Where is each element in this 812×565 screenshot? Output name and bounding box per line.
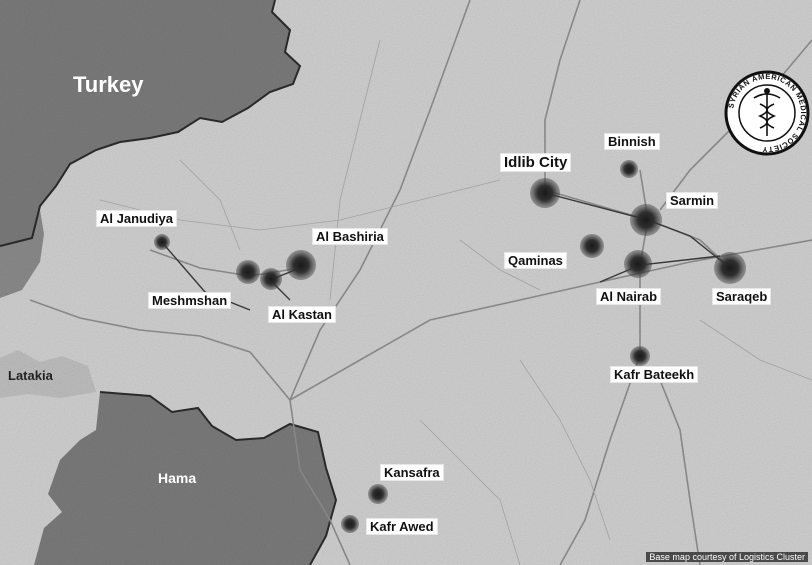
hama-border: [99, 391, 338, 565]
map-credit: Base map courtesy of Logistics Cluster: [646, 552, 808, 562]
town-label-sarmin: Sarmin: [666, 192, 719, 209]
town-label-meshmshan: Meshmshan: [148, 292, 232, 309]
marker-al-bashiria[interactable]: [286, 250, 316, 280]
marker-meshmshan[interactable]: [236, 260, 260, 284]
turkey-left-wedge: [0, 210, 44, 298]
marker-binnish[interactable]: [620, 160, 638, 178]
town-label-saraqeb: Saraqeb: [712, 288, 772, 305]
hama-region: [34, 392, 336, 565]
sams-logo: SYRIAN AMERICAN MEDICAL SOCIETY: [724, 70, 810, 156]
region-label-latakia: Latakia: [8, 368, 53, 383]
marker-sarmin[interactable]: [630, 204, 662, 236]
town-label-al-janudiya: Al Janudiya: [96, 210, 177, 227]
marker-idlib-city[interactable]: [530, 178, 560, 208]
marker-qaminas[interactable]: [580, 234, 604, 258]
marker-kafr-bateekh[interactable]: [630, 346, 650, 366]
town-label-kafr-bateekh: Kafr Bateekh: [610, 366, 699, 383]
marker-al-janudiya[interactable]: [154, 234, 170, 250]
marker-al-nairab[interactable]: [624, 250, 652, 278]
town-label-al-kastan: Al Kastan: [268, 306, 336, 323]
region-label-turkey: Turkey: [73, 72, 144, 97]
track-network: [99, 39, 812, 565]
town-label-kansafra: Kansafra: [380, 464, 444, 481]
region-label-hama: Hama: [158, 470, 197, 486]
town-label-qaminas: Qaminas: [504, 252, 567, 269]
turkey-region: [0, 0, 300, 246]
marker-al-kastan[interactable]: [260, 268, 282, 290]
town-label-kafr-awed: Kafr Awed: [366, 518, 438, 535]
town-label-idlib-city: Idlib City: [500, 153, 572, 172]
town-label-al-nairab: Al Nairab: [596, 288, 662, 305]
marker-kafr-awed[interactable]: [341, 515, 359, 533]
latakia-region: [0, 350, 96, 398]
caduceus-icon: [753, 87, 781, 136]
marker-kansafra[interactable]: [368, 484, 388, 504]
town-label-al-bashiria: Al Bashiria: [312, 228, 388, 245]
marker-saraqeb[interactable]: [714, 252, 746, 284]
town-label-binnish: Binnish: [604, 133, 660, 150]
country-border: [0, 0, 302, 247]
